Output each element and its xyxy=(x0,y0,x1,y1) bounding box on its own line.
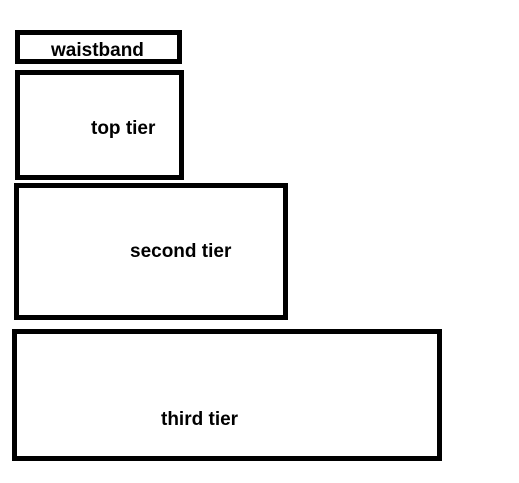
waistband-label: waistband xyxy=(51,40,144,61)
third-tier-label: third tier xyxy=(161,409,239,430)
second-tier-panel: second tier xyxy=(14,183,288,320)
top-tier-label: top tier xyxy=(91,118,156,139)
third-tier-panel: third tier xyxy=(12,329,442,461)
waistband-panel: waistband xyxy=(15,30,182,64)
second-tier-label: second tier xyxy=(130,241,232,262)
top-tier-panel: top tier xyxy=(15,70,184,180)
